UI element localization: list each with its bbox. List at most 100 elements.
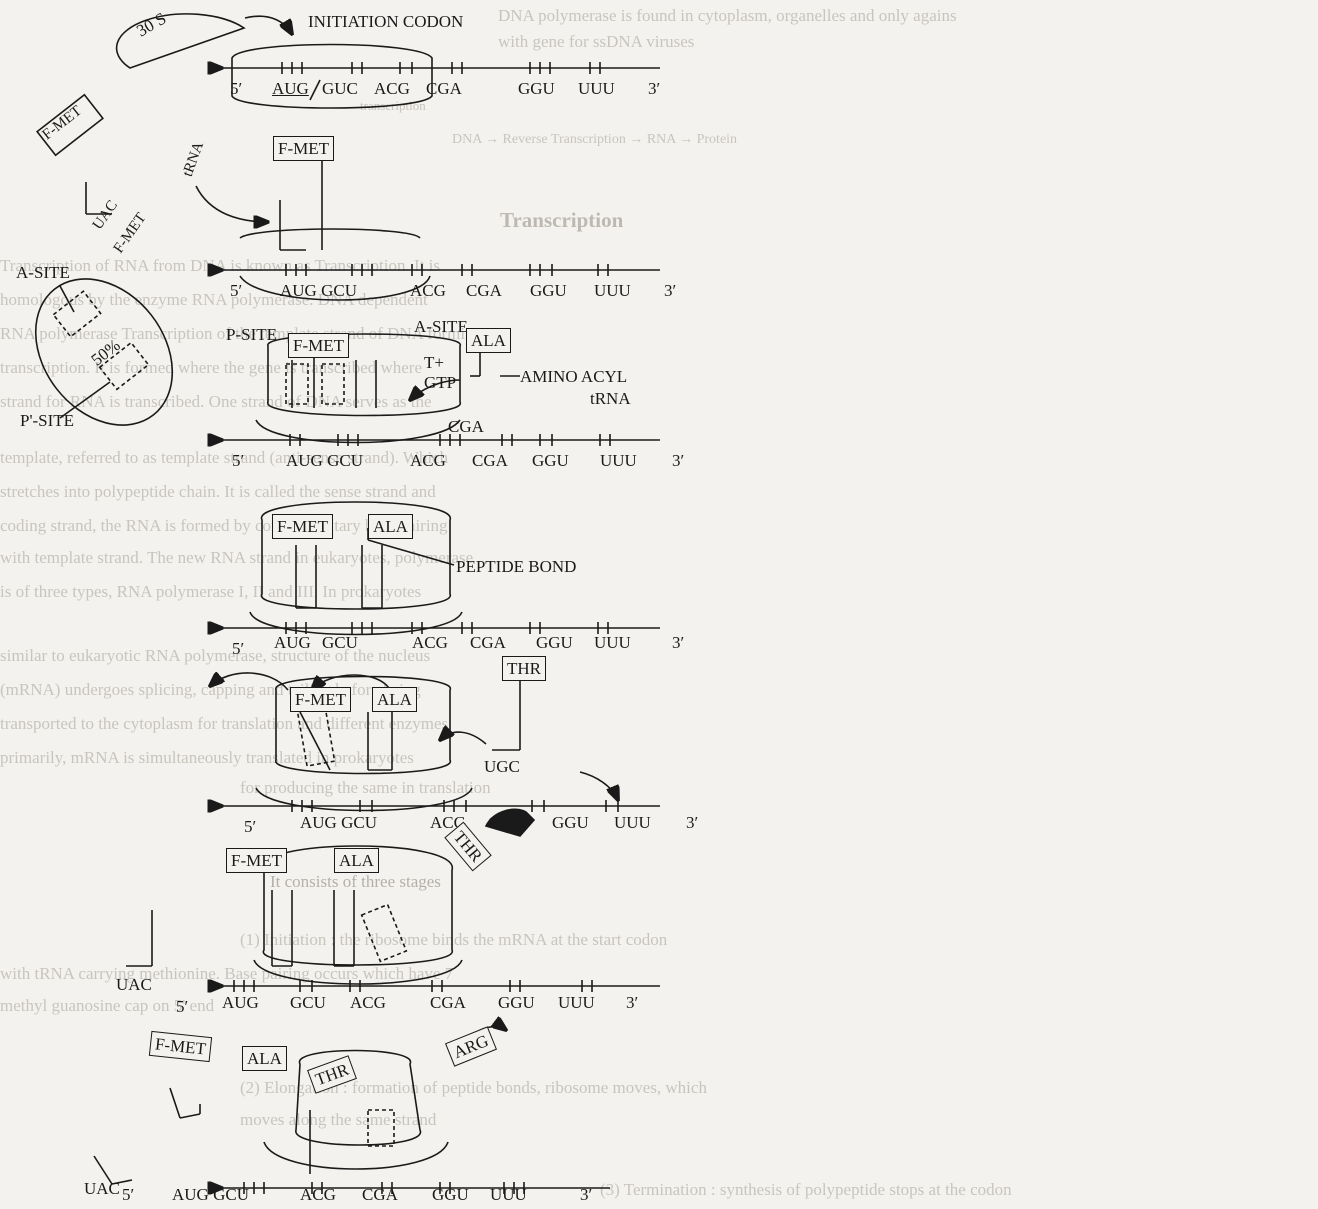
bg-item-line: (2) Elongation : formation of peptide bo… — [240, 1078, 707, 1097]
codon-s7-1: ACG — [300, 1185, 336, 1204]
free-fmet-box — [36, 93, 104, 157]
ribosome-outline-1 — [231, 43, 433, 109]
codon-s4-3: CGA — [470, 633, 506, 652]
bg-item-line: (1) Initiation : the ribosome binds the … — [240, 930, 668, 949]
bg-item-line: It consists of three stages — [270, 872, 441, 891]
translation-diagram-page: { "background_text": { "lines": [ "DNA p… — [0, 6, 1012, 1204]
uac-label-6: UAC — [116, 975, 152, 994]
codon-ticks-7 — [243, 1182, 525, 1194]
codon-s7-2: CGA — [362, 1185, 398, 1204]
bg-item-line: moves along the same strand — [240, 1110, 437, 1129]
ala-box-stage-7: ALA — [242, 1046, 287, 1071]
bg-item-line: with tRNA carrying methionine. Base pair… — [0, 964, 454, 983]
fmet-box-stage-5: F-MET — [290, 687, 351, 712]
bg-paragraph-line: similar to eukaryotic RNA polymerase, st… — [0, 646, 431, 665]
bg-paragraph-line: for producing the same in translation — [240, 778, 491, 797]
ala-box-stage-5: ALA — [372, 687, 417, 712]
codon-s7-4: UUU — [490, 1185, 527, 1204]
bg-paragraph-line: RNA polymerase Transcription of the temp… — [0, 324, 483, 343]
bg-item-line: (3) Termination : synthesis of polypepti… — [600, 1180, 1012, 1199]
p-site-slot-5 — [296, 705, 336, 767]
bg-paragraph-line: stretches into polypeptide chain. It is … — [0, 482, 436, 501]
codon-s6-1: GCU — [290, 993, 326, 1012]
fmet-transfer-arrow — [210, 673, 289, 691]
a-site-pointer — [59, 285, 75, 313]
small-subunit-bottom-2 — [239, 275, 431, 301]
fifty-percent-ribosome — [34, 278, 174, 426]
bg-text-line: with gene for ssDNA viruses — [498, 32, 695, 51]
stage-6-elongation — [126, 808, 660, 992]
codon-s1-3: CGA — [426, 79, 462, 98]
ala-incoming-arrow — [410, 379, 461, 400]
mrna-five-prime-3: 5′ — [232, 451, 245, 470]
codon-s4-5: UUU — [594, 633, 631, 652]
codon-s2-2: CGA — [466, 281, 502, 300]
mrna-three-prime: 3′ — [648, 79, 661, 98]
p-prime-site-pointer — [59, 381, 111, 419]
codon-s2-0: AUG GCU — [280, 281, 357, 300]
ribosome-move-arrow-5 — [579, 771, 618, 800]
stage-1-initiation — [115, 13, 660, 109]
mrna-five-prime-7: 5′ — [122, 1185, 135, 1204]
codon-s5-3: GGU — [552, 813, 589, 832]
bg-heading: Transcription — [500, 208, 624, 232]
stage-7-continuation — [93, 1027, 610, 1194]
a-site-label-left: A-SITE — [16, 263, 70, 282]
fmet-ala-link — [299, 711, 331, 771]
p-site-label: P-SITE — [226, 325, 277, 344]
codon-s3-1: ACG — [410, 451, 446, 470]
p-site-slot — [285, 363, 309, 405]
bg-text-line: DNA polymerase is found in cytoplasm, or… — [498, 6, 957, 25]
codon-ticks-2 — [285, 264, 609, 276]
a-site-slot-7 — [367, 1109, 395, 1147]
thr-tag-6 — [484, 808, 536, 837]
codon-s3-4: UUU — [600, 451, 637, 470]
gtp-label: GTP — [424, 373, 457, 392]
small-subunit-bottom-7 — [263, 1141, 449, 1170]
mrna-three-prime-5: 3′ — [686, 813, 699, 832]
small-subunit-bottom-6 — [253, 959, 463, 985]
peptide-transfer-arrow — [312, 674, 391, 690]
codon-s5-4: UUU — [614, 813, 651, 832]
trna-label-2: tRNA — [590, 389, 631, 408]
codon-s4-2: ACG — [412, 633, 448, 652]
codon-s6-0: AUG — [222, 993, 259, 1012]
bg-paragraph-line: template, referred to as template strand… — [0, 448, 449, 467]
ala-box-stage-6: ALA — [334, 848, 379, 873]
ribosome-outline-4 — [261, 501, 451, 610]
p-prime-site-label: P'-SITE — [20, 411, 75, 430]
small-subunit-30s — [115, 13, 246, 69]
small-subunit-bottom-5 — [255, 787, 473, 812]
codon-s5-2: CGA — [488, 813, 524, 832]
small-subunit-bottom-3 — [255, 419, 461, 444]
arrow-to-initiation-codon — [244, 15, 292, 34]
mrna-five-prime-5: 5′ — [244, 817, 257, 836]
codon-s1-1: GUC — [322, 79, 358, 98]
codon-ticks-6 — [233, 980, 593, 992]
codon-s4-1: GCU — [322, 633, 358, 652]
codon-s1-4: GGU — [518, 79, 555, 98]
codon-ticks-3 — [289, 434, 611, 446]
fmet-box-stage-6: F-MET — [226, 848, 287, 873]
mrna-three-prime-6: 3′ — [626, 993, 639, 1012]
codon-s6-4: GGU — [498, 993, 535, 1012]
bg-paragraph-line: homologous by the enzyme RNA polymerase.… — [0, 290, 428, 309]
fmet-box-stage-2: F-MET — [273, 136, 334, 161]
bg-paragraph-line: with template strand. The new RNA strand… — [0, 548, 474, 567]
peptide-bond-pointer — [367, 539, 455, 566]
codon-s2-3: GGU — [530, 281, 567, 300]
initiation-codon-label: INITIATION CODON — [308, 12, 464, 31]
ala-box-stage-4: ALA — [368, 514, 413, 539]
codon-s7-3: GGU — [432, 1185, 469, 1204]
codon-s1-2: ACG — [374, 79, 410, 98]
codon-s6-5: UUU — [558, 993, 595, 1012]
bg-paragraph-line: transported to the cytoplasm for transla… — [0, 714, 449, 733]
small-subunit-bottom-4 — [249, 611, 463, 636]
thr-box-stage-5: THR — [502, 656, 546, 681]
stage-2-trna-binding — [36, 93, 660, 301]
uac-label-7: UAC — [84, 1179, 120, 1198]
codon-s7-0: AUG GCU — [172, 1185, 249, 1204]
codon-s4-0: AUG — [274, 633, 311, 652]
codon-s1-5: UUU — [578, 79, 615, 98]
ugc-anticodon-label: UGC — [484, 757, 520, 776]
